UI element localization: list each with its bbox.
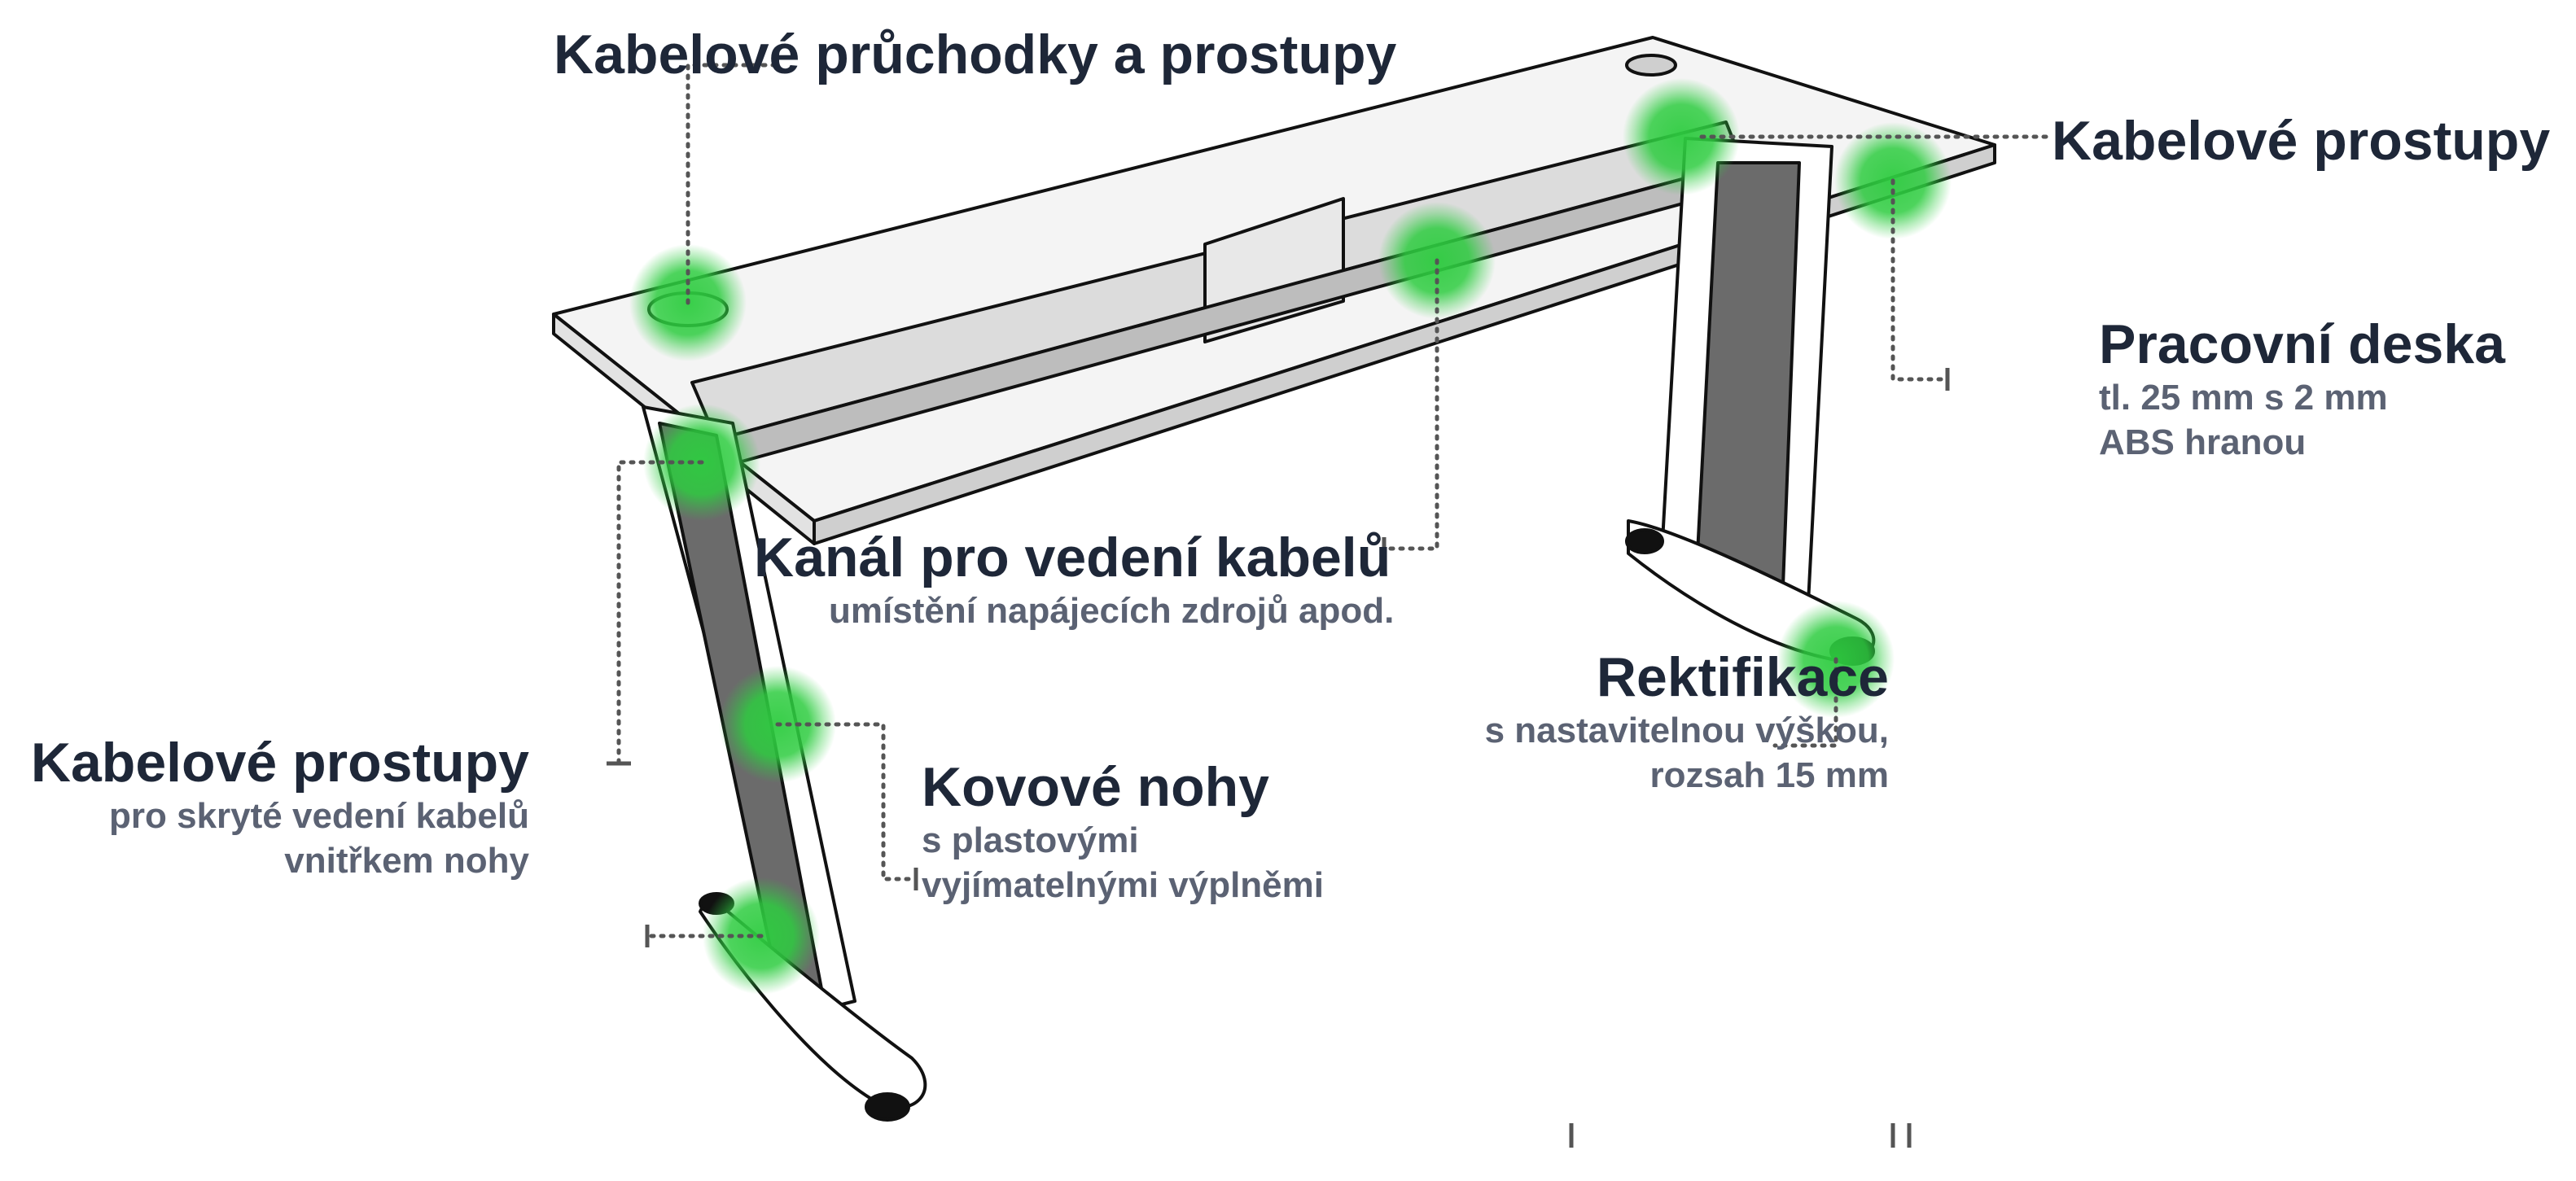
label-metal-legs: Kovové nohy s plastovými vyjímatelnými v… — [922, 757, 1324, 908]
label-cable-passages-left-line2: vnitřkem nohy — [284, 840, 529, 881]
rear-leg — [1625, 137, 1876, 666]
label-cable-grommets: Kabelové průchodky a prostupy — [554, 24, 1396, 85]
callout-lines — [607, 63, 2054, 947]
label-cable-grommets-title: Kabelové průchodky a prostupy — [554, 24, 1397, 85]
label-metal-legs-title: Kovové nohy — [922, 756, 1269, 818]
label-desk-top-line1: tl. 25 mm s 2 mm — [2099, 377, 2388, 418]
label-cable-passages-left-line1: pro skryté vedení kabelů — [109, 795, 529, 836]
label-leveling: Rektifikace s nastavitelnou výškou, rozs… — [1482, 647, 1889, 798]
label-cable-channel-line1: umístění napájecích zdrojů apod. — [829, 590, 1395, 631]
label-desk-top-title: Pracovní deska — [2099, 313, 2505, 375]
label-leveling-line1: s nastavitelnou výškou, — [1484, 710, 1889, 750]
label-cable-passages-left-title: Kabelové prostupy — [30, 732, 529, 794]
label-cable-passages-right: Kabelové prostupy — [2052, 111, 2550, 172]
label-desk-top: Pracovní deska tl. 25 mm s 2 mm ABS hran… — [2099, 314, 2505, 465]
label-leveling-title: Rektifikace — [1596, 646, 1889, 708]
label-cable-passages-left: Kabelové prostupy pro skryté vedení kabe… — [16, 733, 529, 883]
label-cable-channel: Kanál pro vedení kabelů umístění napájec… — [754, 527, 1394, 633]
label-metal-legs-line2: vyjímatelnými výplněmi — [922, 864, 1324, 905]
label-leveling-line2: rozsah 15 mm — [1649, 755, 1889, 795]
label-cable-channel-title: Kanál pro vedení kabelů — [754, 527, 1391, 588]
label-desk-top-line2: ABS hranou — [2099, 422, 2307, 462]
label-metal-legs-line1: s plastovými — [922, 820, 1139, 860]
baseline-ticks — [1569, 1123, 1912, 1148]
label-cable-passages-right-title: Kabelové prostupy — [2052, 110, 2551, 172]
